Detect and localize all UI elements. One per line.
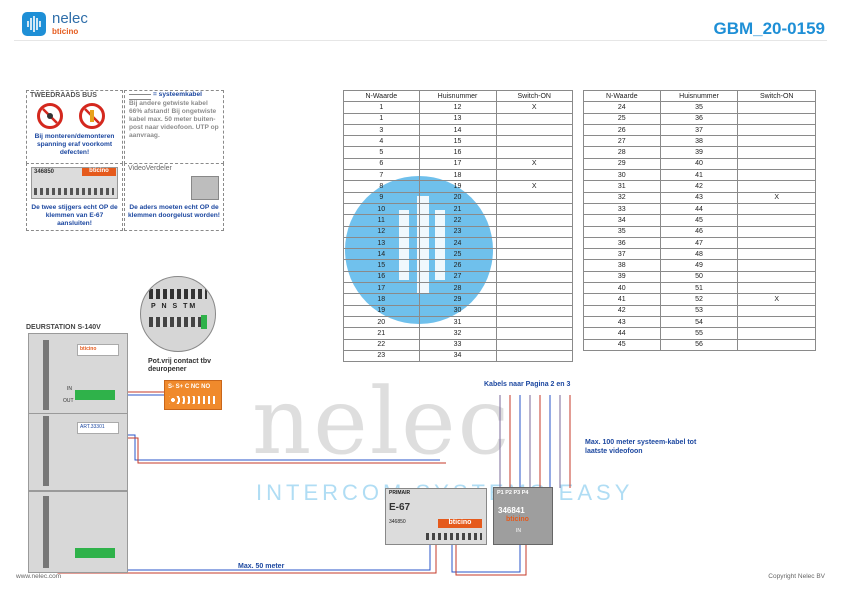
document-code: GBM_20-0159 [713, 19, 825, 38]
e67-module: PRIMAIR E-67 346850 bticino [385, 488, 487, 545]
no-hands-icon [37, 103, 63, 129]
videoverdeler-notice-panel: VideoVerdeler De aders moeten echt OP de… [124, 163, 224, 231]
nelec-logo-icon [22, 12, 46, 36]
terminal-row [34, 188, 114, 195]
terminal-pins-bottom [149, 317, 207, 327]
station-title: DEURSTATION S-140V [26, 324, 101, 331]
bus-warning-text: Bij monteren/demonteren spanning eraf vo… [34, 133, 115, 156]
brand-sub: bticino [52, 27, 79, 36]
videoverdeler-image [191, 176, 219, 200]
cable-notice-title: = systeemkabel [153, 91, 202, 98]
station-unit-1: bticino IN OUT [28, 333, 128, 415]
terminal-magnifier: P N S TM [140, 276, 216, 352]
contact-screws [169, 396, 217, 404]
n-waarde-cell: 45 [583, 338, 661, 351]
e67-title: E-67 [389, 502, 411, 513]
e67-primair: PRIMAIR [389, 490, 411, 496]
e67-code: 346850 [389, 519, 406, 525]
cable-notice-panel: = systeemkabel Bij andere getwiste kabel… [124, 90, 224, 164]
bus-notice-panel: TWEEDRAADS BUS Bij monteren/demonteren s… [26, 90, 123, 164]
footer-website[interactable]: www.nelec.com [16, 573, 62, 580]
terminal-green [201, 315, 207, 329]
video-splitter: P1 P2 P3 P4 346841 bticino IN [493, 487, 553, 545]
header-divider [14, 40, 827, 41]
bus-notice-title: TWEEDRAADS BUS [30, 92, 97, 99]
switch-on-cell [495, 349, 573, 363]
unit-art: ART.33301 [80, 424, 105, 430]
watermark-word: nelec [252, 368, 512, 475]
unit-terminal-block [75, 548, 115, 558]
cable-notice-text: Bij andere getwiste kabel 66% afstand! B… [129, 100, 219, 139]
huisnummer-cell: 56 [659, 338, 739, 351]
stijgers-text: De twee stijgers echt OP de klemmen van … [31, 204, 118, 227]
max100-label: Max. 100 meter systeem-kabel tot laatste… [585, 439, 697, 455]
videoverdeler-title: VideoVerdeler [128, 165, 172, 172]
module-brand: bticino [82, 168, 116, 176]
cable-lines-icon [129, 94, 151, 100]
switch-on-cell [737, 338, 816, 351]
brand-name: nelec [52, 10, 88, 27]
unit-terminal-block [75, 390, 115, 400]
module-code: 346850 [34, 169, 55, 175]
splitter-brand: bticino [506, 516, 529, 523]
splitter-in: IN [516, 528, 521, 534]
e67-terminals [426, 533, 482, 540]
station-unit-2: ART.33301 [28, 413, 128, 491]
no-tool-icon [79, 103, 105, 129]
out-label: OUT [63, 398, 74, 404]
cables-label: Kabels naar Pagina 2 en 3 [484, 381, 571, 388]
unit-brand: bticino [80, 346, 97, 352]
splitter-ports: P1 P2 P3 P4 [497, 490, 529, 496]
aders-text: De aders moeten echt OP de klemmen doorg… [128, 204, 220, 219]
footer-copyright: Copyright Nelec BV [768, 573, 825, 580]
terminal-pins-top [149, 289, 207, 299]
splitter-code: 346841 [498, 506, 525, 515]
terminal-labels: P N S TM [151, 303, 198, 310]
station-unit-3 [28, 491, 128, 573]
contact-terminals: S- S+ C NC NO [168, 384, 211, 390]
contact-title: Pot.vrij contact tbv deuropener [148, 358, 212, 373]
e67-module-image: 346850 bticino [31, 167, 118, 199]
in-label: IN [67, 386, 72, 392]
max50-label: Max. 50 meter [238, 563, 285, 570]
stijgers-notice-panel: 346850 bticino De twee stijgers echt OP … [26, 163, 123, 231]
e67-brand: bticino [438, 519, 482, 528]
huisnummer-cell: 34 [418, 349, 497, 363]
contact-module: S- S+ C NC NO [164, 380, 222, 410]
